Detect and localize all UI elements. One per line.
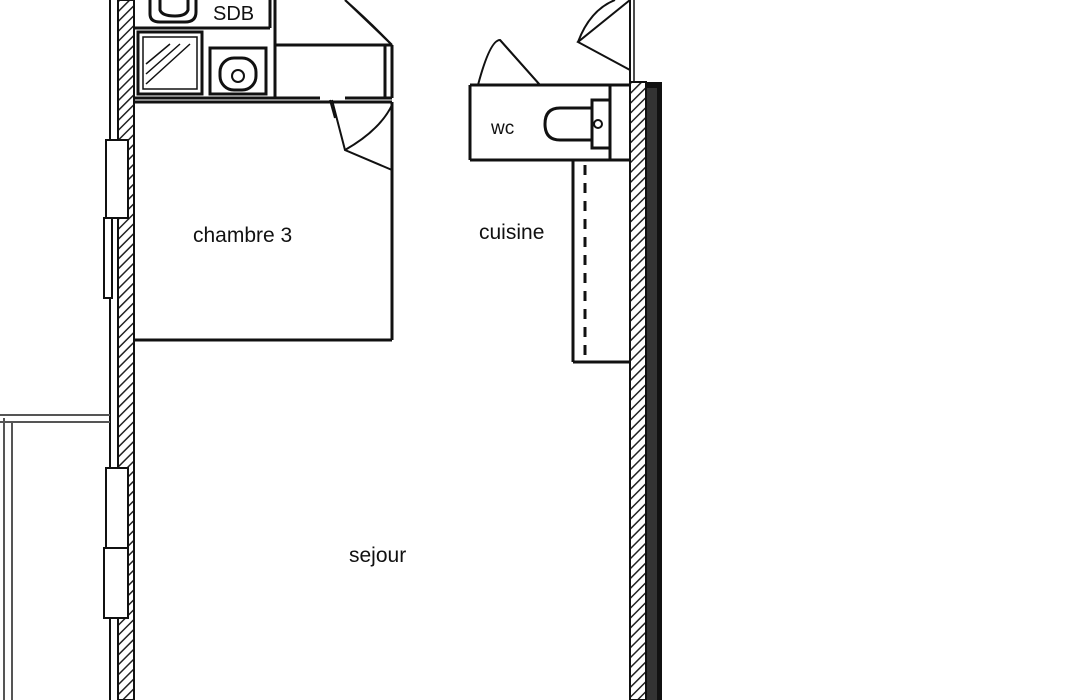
wc-door-swing [477,38,541,86]
sink-icon [148,0,198,24]
room-label-chambre: chambre 3 [193,224,293,247]
room-label-sejour: sejour [349,544,407,567]
entrance-door-swing [576,0,631,71]
kitchen-counter [571,160,630,364]
shower-icon [136,30,204,96]
room-label-sdb: SDB [213,3,255,25]
toilet-icon [543,98,612,150]
sdb-room [134,0,394,100]
balcony-outline [0,414,110,700]
sdb-door-swing [344,0,393,46]
left-exterior-wall [103,0,135,700]
right-exterior-wall [629,0,662,700]
chambre-room [134,100,394,342]
washbasin-icon [208,46,268,96]
chambre-door-swing [329,99,393,171]
room-label-wc: wc [491,118,515,139]
room-label-cuisine: cuisine [479,221,545,244]
